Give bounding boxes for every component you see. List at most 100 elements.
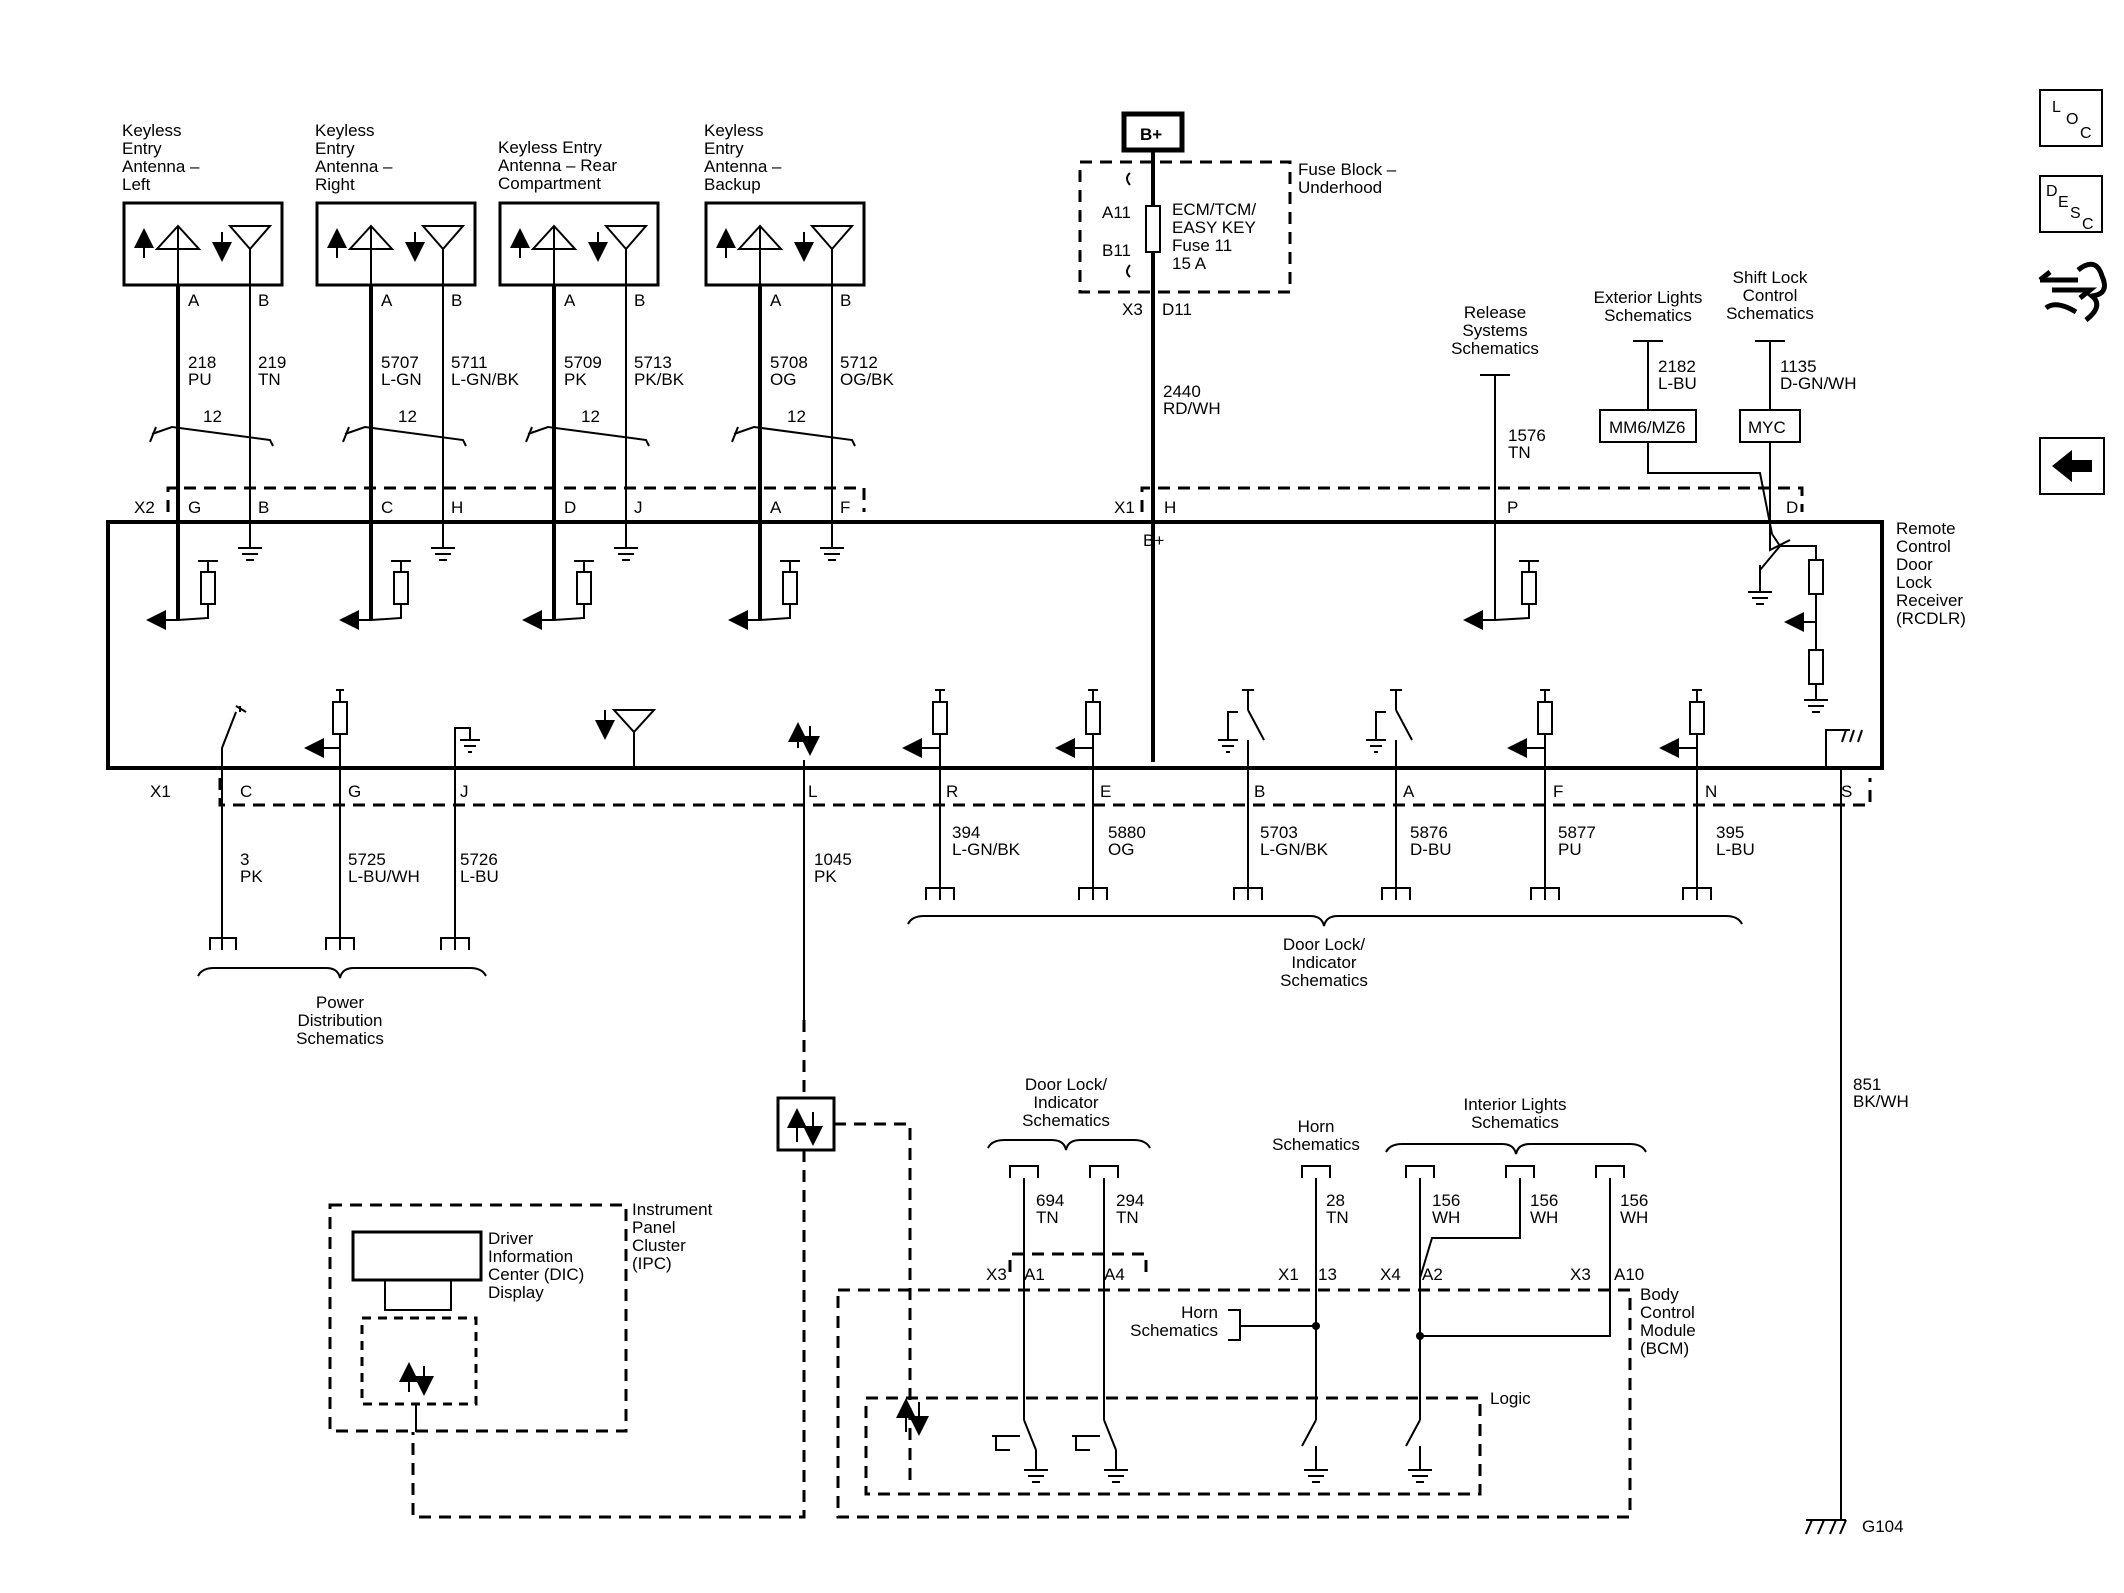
svg-text:MM6/MZ6: MM6/MZ6 [1609, 418, 1686, 437]
svg-text:X3: X3 [986, 1265, 1007, 1284]
fuse-icon [1145, 205, 1161, 253]
dic-display-box [351, 1230, 483, 1282]
chassis-ground-g104: G104 [1805, 1485, 1904, 1536]
receive-antenna-icon [588, 225, 649, 290]
fuse-block: B+ Fuse Block –Underhood A11 B11 ECM/TCM… [1078, 111, 1397, 762]
pin-label: A [188, 291, 200, 310]
shift-lock-circuit [1748, 533, 1828, 713]
svg-text:A: A [564, 291, 576, 310]
rcdlr-bottom-internals [221, 689, 1863, 770]
svg-text:G: G [348, 782, 361, 801]
svg-text:R: R [946, 782, 958, 801]
svg-text:Fuse Block –Underhood: Fuse Block –Underhood [1298, 160, 1397, 197]
svg-text:B: B [840, 291, 851, 310]
pin-label: B [258, 291, 269, 310]
svg-text:E: E [1100, 782, 1111, 801]
svg-text:B: B [634, 291, 645, 310]
svg-text:12: 12 [581, 407, 600, 426]
svg-text:C: C [381, 498, 393, 517]
twist-count: 12 [203, 407, 222, 426]
svg-text:D: D [564, 498, 576, 517]
svg-text:X1: X1 [1114, 498, 1135, 517]
svg-text:X4: X4 [1380, 1265, 1401, 1284]
svg-text:A: A [770, 291, 782, 310]
svg-text:3PK: 3PK [240, 850, 263, 886]
svg-text:B+: B+ [1143, 531, 1164, 550]
svg-text:L: L [808, 782, 817, 801]
svg-text:A2: A2 [1422, 1265, 1443, 1284]
receive-antenna-icon [212, 225, 273, 290]
ground-icons [238, 535, 844, 561]
connector-view-icon[interactable] [2038, 261, 2107, 322]
svg-text:A: A [381, 291, 393, 310]
location-button[interactable]: L O C [2039, 89, 2103, 147]
svg-text:C: C [2080, 125, 2092, 142]
svg-text:A1: A1 [1024, 1265, 1045, 1284]
battery-positive-label: B+ [1140, 125, 1162, 144]
svg-text:G: G [188, 498, 201, 517]
svg-text:J: J [634, 498, 643, 517]
svg-text:P: P [1507, 498, 1518, 517]
description-button[interactable]: D E S C [2039, 175, 2103, 233]
back-arrow-icon [2052, 450, 2092, 482]
svg-text:A: A [770, 498, 782, 517]
svg-text:F: F [840, 498, 850, 517]
transmit-antenna-icon [510, 224, 578, 292]
svg-text:Logic: Logic [1490, 1389, 1531, 1408]
svg-text:D: D [1786, 498, 1798, 517]
svg-text:B: B [258, 498, 269, 517]
svg-text:N: N [1705, 782, 1717, 801]
svg-text:A11: A11 [1102, 203, 1131, 222]
svg-text:O: O [2066, 111, 2078, 128]
back-arrow-button[interactable] [2039, 437, 2105, 495]
svg-text:X3: X3 [1122, 300, 1143, 319]
svg-text:D: D [2046, 183, 2058, 200]
antenna-input-circuits [146, 560, 1539, 630]
transmit-antenna-icon [716, 224, 784, 292]
svg-text:B11: B11 [1102, 241, 1131, 260]
svg-text:C: C [2082, 216, 2094, 233]
svg-text:A4: A4 [1104, 1265, 1125, 1284]
svg-text:C: C [240, 782, 252, 801]
